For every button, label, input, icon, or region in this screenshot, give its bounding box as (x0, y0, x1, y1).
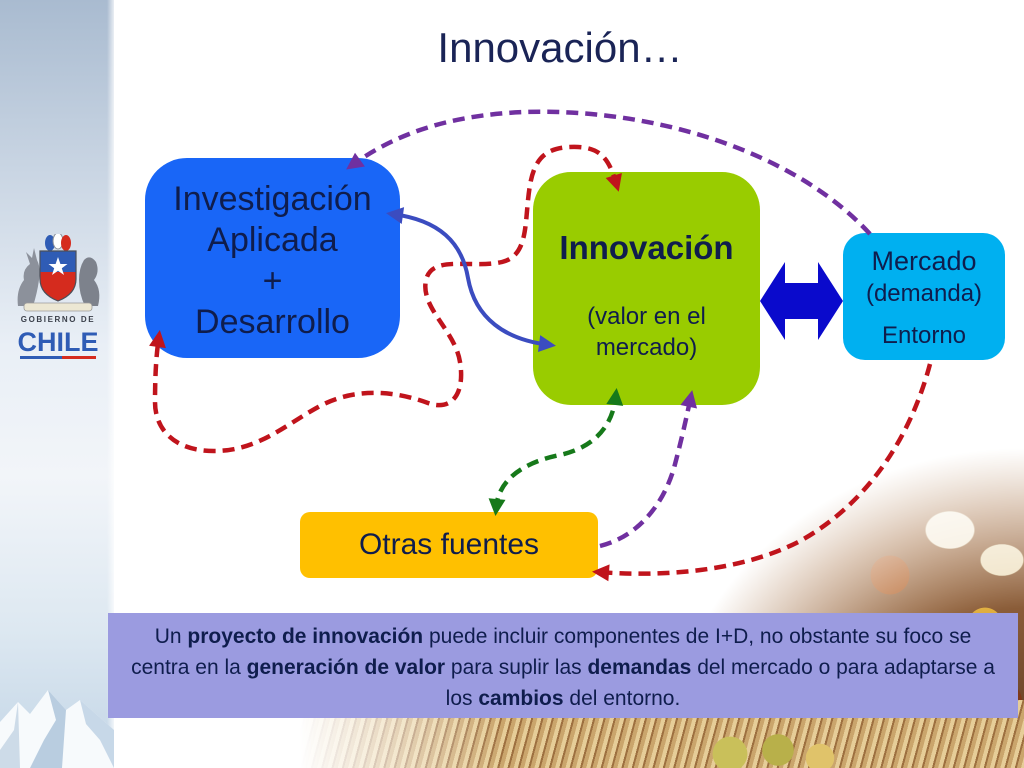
note-line-3: los cambios del entorno. (108, 683, 1018, 714)
node-investigacion-line-2: Aplicada (207, 220, 338, 259)
shield-red-field (40, 272, 76, 301)
explanation-note: Un proyecto de innovación puede incluir … (108, 613, 1018, 718)
gobierno-de-chile-logo: GOBIERNO DE CHILE (8, 234, 108, 360)
sidebar-edge-highlight (107, 0, 114, 768)
edge-investigacion-innovacion-link (391, 212, 551, 347)
note-text: del mercado o para adaptarse a (691, 656, 995, 679)
node-mercado: Mercado (demanda) Entorno (843, 233, 1005, 360)
node-investigacion-aplicada-desarrollo: Investigación Aplicada + Desarrollo (145, 158, 400, 358)
motto-ribbon (23, 302, 93, 312)
note-text: centra en la (131, 656, 247, 679)
node-mercado-entorno: Entorno (881, 322, 967, 349)
logo-text-gobierno-de: GOBIERNO DE (20, 315, 96, 324)
plume-blue (45, 235, 55, 251)
node-innovacion: Innovación (valor en el mercado) (533, 172, 760, 405)
node-investigacion-line-4: Desarrollo (195, 302, 350, 341)
mountain-illustration (0, 690, 114, 768)
node-mercado-title: Mercado (871, 246, 977, 276)
note-emphasis: generación de valor (246, 656, 446, 679)
note-text: los (445, 687, 479, 710)
sidebar-background: GOBIERNO DE CHILE (0, 0, 114, 768)
mountain-shadow-1 (30, 690, 66, 768)
node-investigacion-line-1: Investigación (173, 179, 372, 218)
plume-red (61, 235, 71, 251)
exchange-double-arrow (760, 262, 843, 340)
condor-figure (79, 257, 100, 306)
node-otras-fuentes: Otras fuentes (300, 512, 598, 578)
huemul-figure (17, 248, 40, 306)
note-line-1: Un proyecto de innovación puede incluir … (108, 621, 1018, 652)
node-investigacion-line-3: + (262, 261, 283, 300)
note-text: puede incluir componentes de I+D, no obs… (423, 625, 972, 648)
note-line-2: centra en la generación de valor para su… (108, 652, 1018, 683)
note-text: para suplir las (445, 656, 588, 679)
edge-otras-fuentes-innovacion-green (493, 393, 619, 511)
note-emphasis: cambios (478, 687, 564, 710)
node-otras-fuentes-label: Otras fuentes (358, 528, 540, 561)
shield-star (48, 257, 68, 275)
node-innovacion-title: Innovación (559, 229, 734, 266)
logo-color-bar (20, 356, 96, 359)
shield-outline (39, 250, 77, 302)
logo-text-chile: CHILE (17, 327, 99, 357)
mountain-shadow-3 (80, 700, 114, 768)
note-emphasis: demandas (587, 656, 692, 679)
node-innovacion-subtitle-line-2: mercado) (595, 334, 698, 361)
mountain-shadow-2 (0, 702, 20, 768)
note-text: Un (154, 625, 188, 648)
slide-title: Innovación… (437, 24, 683, 71)
note-emphasis: proyecto de innovación (187, 625, 424, 648)
note-text: del entorno. (563, 687, 681, 710)
node-innovacion-subtitle-line-1: (valor en el (587, 303, 706, 330)
coat-of-arms-icon (17, 234, 100, 312)
node-mercado-subtitle: (demanda) (865, 280, 983, 307)
